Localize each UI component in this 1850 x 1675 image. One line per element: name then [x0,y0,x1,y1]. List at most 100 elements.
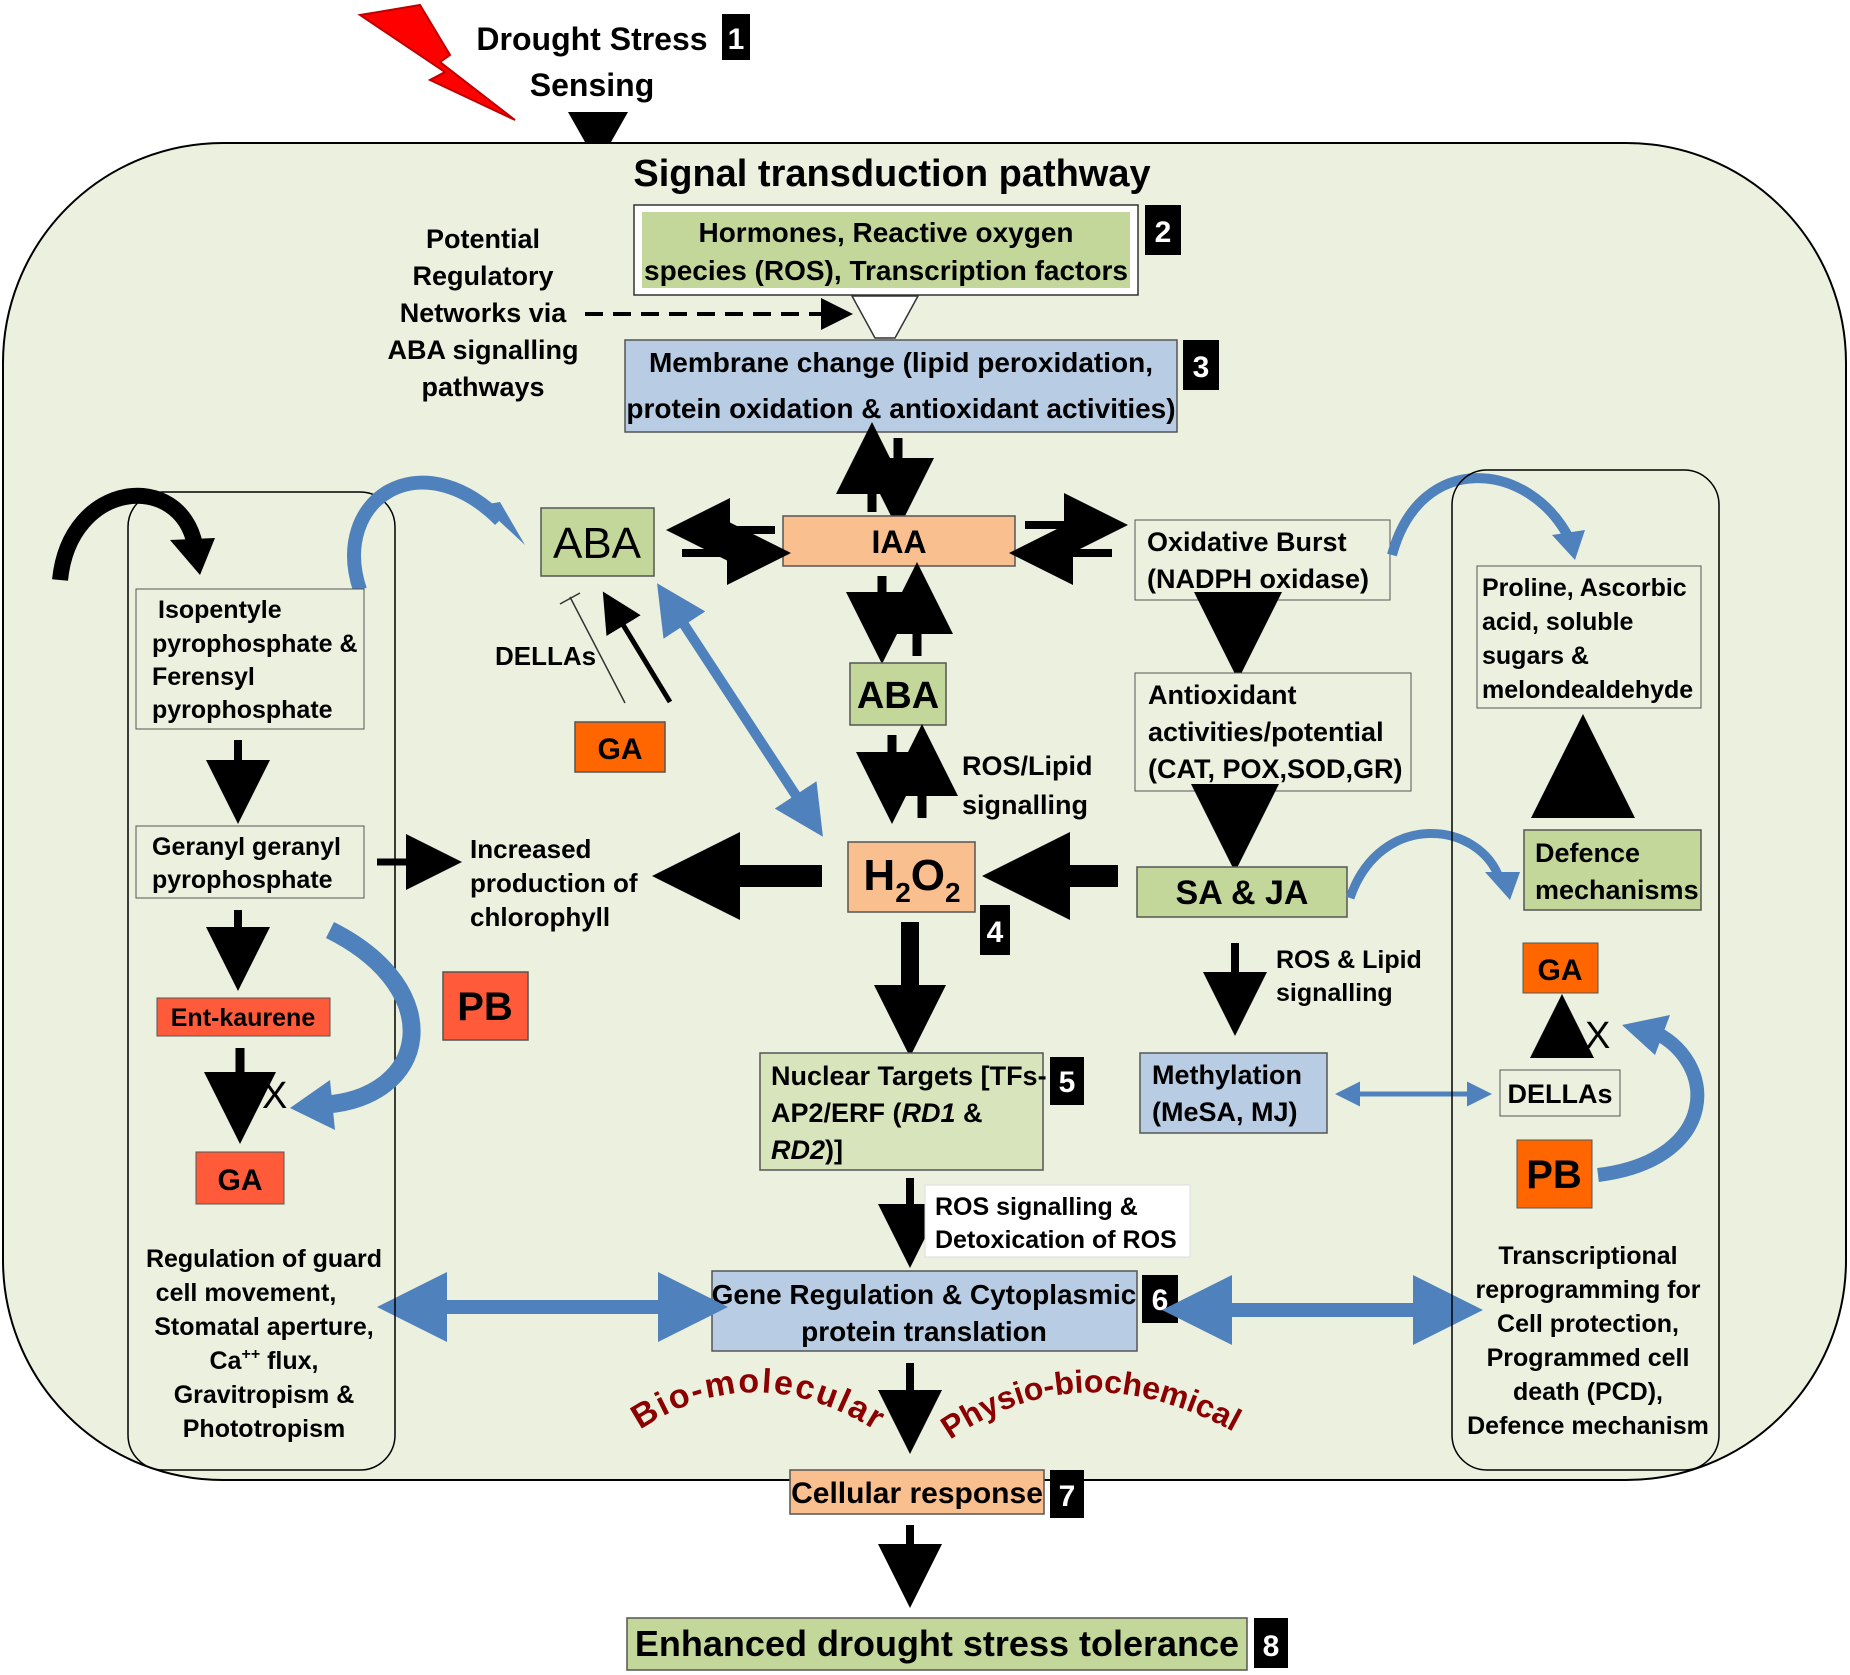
nuclear-label: Nuclear Targets [TFs- [771,1061,1047,1091]
transcription-label: Defence mechanism [1467,1412,1709,1440]
transcription-label: death (PCD), [1513,1378,1663,1406]
tolerance-label: Enhanced drought stress tolerance [635,1623,1239,1664]
proline-box [1476,565,1702,709]
nuclear-box [759,1052,1044,1171]
aba-mid-box [849,662,947,726]
lightning-bolt-icon [357,3,516,121]
aba-top-box [540,507,655,577]
defence-box [1523,829,1702,911]
geranyl-label: pyrophosphate [152,866,333,894]
antioxidant-label: Antioxidant [1148,680,1297,710]
blue-curved-arrow [319,921,421,1114]
antioxidant-label: (CAT, POX,SOD,GR) [1148,754,1403,784]
regulation-label: Ca++ flux, [210,1346,319,1375]
entkaurene-label: Ent-kaurene [171,1004,316,1032]
ros-lipid-label: ROS & Lipid [1276,946,1422,974]
isopentyl-label: Isopentyle [158,596,282,624]
antioxidant-box [1134,672,1412,792]
proline-label: acid, soluble [1482,608,1634,636]
chlorophyll-label: chlorophyll [470,902,610,932]
regulatory-note: Regulatory [412,261,553,291]
oxidative-label: (NADPH oxidase) [1147,564,1369,594]
block-x: X [1585,1015,1610,1057]
transcription-label: Programmed cell [1487,1344,1690,1372]
step-badge [1145,205,1181,255]
step-badge [1050,1057,1084,1105]
methylation-label: Methylation [1152,1060,1302,1090]
tolerance-box [626,1617,1248,1671]
ga-label: GA [598,733,643,766]
arrowhead [1622,1015,1670,1055]
regulation-label: Stomatal aperture, [154,1313,374,1341]
step-badge [1254,1618,1288,1668]
defence-label: mechanisms [1535,875,1699,905]
blue-curved-arrow [1345,829,1505,900]
blue-curved-arrow [347,475,505,593]
dellas-label: DELLAs [495,641,596,671]
ros-detox-box [924,1184,1191,1258]
right-panel [1451,469,1720,1471]
regulatory-note: Potential [426,224,540,254]
blue-curved-arrow [1597,1023,1705,1182]
ga-right-label: GA [1538,954,1583,987]
geranyl-label: Geranyl geranyl [152,833,341,861]
arrowhead [1485,872,1520,900]
sa-ja-label: SA & JA [1176,874,1309,912]
aba-top-label: ABA [553,519,642,568]
regulation-label: Phototropism [183,1415,346,1443]
isopentyl-label: pyrophosphate & [152,630,358,658]
ros-lipid-label: ROS/Lipid [962,751,1093,781]
blue-curved-arrow [1387,473,1575,557]
arrowhead [290,1080,335,1130]
entkaurene-box [156,997,331,1037]
sensing-label: Drought Stress [476,21,707,57]
proline-label: sugars & [1482,642,1589,670]
methylation-label: (MeSA, MJ) [1152,1097,1298,1127]
step-number: 4 [987,916,1004,949]
chlorophyll-label: Increased [470,834,591,864]
pb-label: PB [457,985,513,1029]
step-number: 2 [1155,216,1172,249]
regulation-label: Gravitropism & [174,1381,355,1409]
pb-right-box [1516,1139,1593,1209]
ga-left-box [195,1151,285,1205]
step-badge [1183,340,1219,390]
transcription-label: Transcriptional [1498,1242,1677,1270]
step-number: 5 [1059,1066,1076,1099]
page-title: Signal transduction pathway [633,153,1150,195]
defence-label: Defence [1535,838,1640,868]
oxidative-box [1134,519,1391,601]
pb-right-label: PB [1526,1153,1582,1197]
ga-box [574,721,666,773]
gene-label: protein translation [801,1316,1047,1347]
iaa-label: IAA [871,524,926,560]
h2o2-label: H2O2 [863,851,960,908]
pb-box [442,971,529,1041]
isopentyl-label: Ferensyl [152,663,255,691]
arrowhead [482,502,525,545]
step-number: 3 [1193,351,1210,384]
transcription-label: Cell protection, [1497,1310,1679,1338]
sa-ja-box [1136,866,1348,918]
inhibition-line [569,596,626,704]
step-badge [722,14,750,60]
methylation-box [1139,1052,1328,1134]
block-x: X [262,1075,287,1117]
step-number: 6 [1152,1284,1169,1317]
step-number: 1 [728,23,745,56]
hormones-label: Hormones, Reactive oxygen [698,217,1073,248]
hormones-label: species (ROS), Transcription factors [644,255,1128,286]
proline-label: melondealdehyde [1482,676,1693,704]
ros-detox-label: Detoxication of ROS [935,1226,1177,1254]
regulation-label: cell movement, [156,1279,337,1307]
down-triangle-icon [568,112,628,165]
ga-left-label: GA [218,1164,263,1197]
cellular-box [789,1469,1045,1515]
step-number: 7 [1059,1480,1076,1513]
nuclear-label: RD2)] [771,1135,843,1165]
isopentyl-box [135,588,365,730]
ros-detox-label: ROS signalling & [935,1193,1138,1221]
geranyl-box [135,825,365,899]
ga-right-box [1522,942,1599,994]
